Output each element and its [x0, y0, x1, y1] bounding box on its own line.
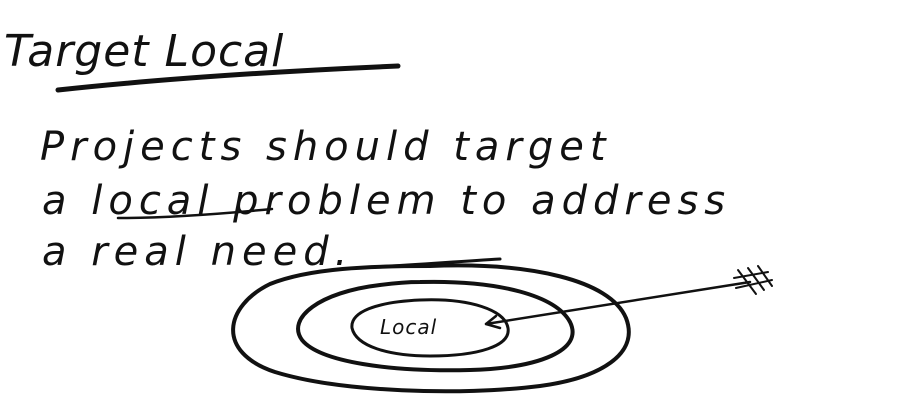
target-outer-ring [231, 263, 631, 394]
target-inner-ring [350, 298, 510, 358]
body-line-1: Projects should target [40, 124, 612, 170]
local-underline [116, 207, 274, 220]
arrow-shaft [484, 280, 752, 326]
target-middle-ring [296, 279, 575, 373]
title-underline [55, 63, 401, 93]
arrowhead-icon [484, 314, 502, 330]
target-label: Local [380, 315, 437, 339]
body-line-3: a real need. [42, 229, 353, 275]
title-text: Target Local [4, 26, 284, 77]
arrow-fletching-icon [733, 265, 773, 295]
